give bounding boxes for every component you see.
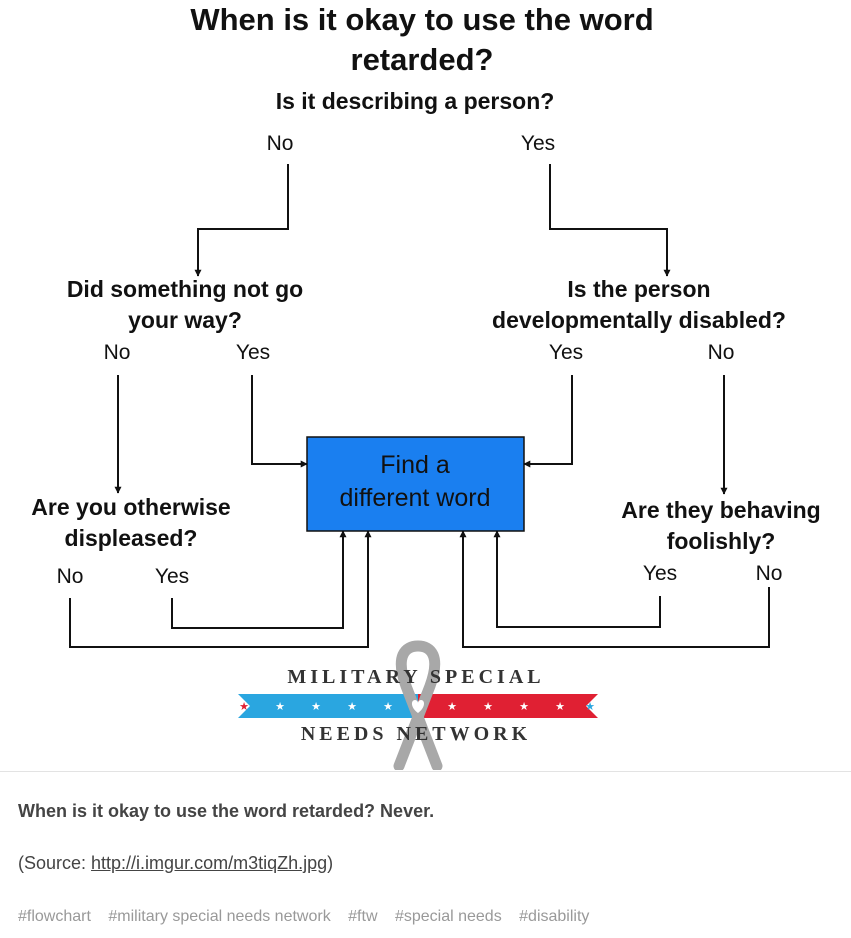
question-behaving-foolishly-line-2: foolishly? (667, 528, 776, 554)
question-behaving-foolishly-line-1: Are they behaving (621, 497, 820, 523)
svg-text:★: ★ (585, 700, 595, 713)
awareness-ribbon-icon (393, 640, 443, 770)
svg-text:★: ★ (483, 700, 493, 713)
question-not-go-your-way-line-1: Did something not go (67, 276, 303, 302)
answer-no-way: No (104, 341, 131, 364)
post-divider (0, 771, 851, 772)
flowchart-diagram: When is it okay to use the word retarded… (31, 2, 821, 770)
connector-yes-disabled (523, 375, 573, 468)
answer-no-foolish: No (756, 562, 783, 585)
tag-link[interactable]: #military special needs network (108, 908, 331, 925)
source-prefix: (Source: (18, 853, 92, 873)
svg-text:★: ★ (311, 700, 321, 713)
connector-yes-way (251, 375, 308, 468)
result-line-1: Find a (380, 451, 450, 479)
logo-band-red (418, 694, 598, 718)
question-otherwise-displeased-line-2: displeased? (65, 525, 198, 551)
answer-no-disabled: No (708, 341, 735, 364)
source-suffix: ) (327, 853, 334, 873)
answer-yes-foolish: Yes (643, 562, 677, 585)
logo-text-bottom: NEEDS NETWORK (301, 723, 531, 745)
tag-link[interactable]: #special needs (394, 908, 502, 925)
connectors (69, 164, 770, 648)
answer-yes-person: Yes (521, 132, 555, 155)
post-source: (Source: http://i.imgur.com/m3tiqZh.jpg) (18, 853, 333, 874)
result-line-2: different word (339, 484, 490, 512)
answer-no-displeased: No (57, 565, 84, 588)
ribbon-heart-icon (411, 700, 425, 713)
post-caption: When is it okay to use the word retarded… (18, 801, 435, 821)
connector-yes-displeased (171, 530, 347, 629)
tag-link[interactable]: #flowchart (18, 908, 91, 925)
svg-text:★: ★ (519, 700, 529, 713)
question-developmentally-disabled-line-2: developmentally disabled? (492, 307, 786, 333)
military-special-needs-network-logo: ★ ★ ★ ★ ★ ★ ★ ★ ★ ★ MILITARY SPECIAL NEE… (238, 640, 598, 770)
svg-text:★: ★ (239, 700, 249, 713)
question-describing-person: Is it describing a person? (276, 88, 555, 114)
svg-text:★: ★ (447, 700, 457, 713)
post-tags: #flowchart #military special needs netwo… (18, 908, 602, 926)
connector-no-displeased (69, 530, 372, 648)
title-line-2: retarded? (351, 42, 494, 77)
question-not-go-your-way-line-2: your way? (128, 307, 242, 333)
svg-text:★: ★ (383, 700, 393, 713)
question-otherwise-displeased-line-1: Are you otherwise (31, 494, 230, 520)
logo-stars: ★ ★ ★ ★ ★ ★ ★ ★ ★ ★ (239, 700, 595, 713)
logo-text-top: MILITARY SPECIAL (287, 666, 544, 688)
tag-link[interactable]: #ftw (348, 908, 378, 925)
connector-no-person (194, 164, 289, 277)
answer-yes-displeased: Yes (155, 565, 189, 588)
answer-yes-way: Yes (236, 341, 270, 364)
title-line-1: When is it okay to use the word (190, 2, 653, 37)
result-box (306, 436, 525, 532)
connector-yes-foolish (493, 530, 661, 628)
answer-yes-disabled: Yes (549, 341, 583, 364)
svg-text:★: ★ (275, 700, 285, 713)
connector-no-foolish (459, 530, 770, 648)
svg-text:★: ★ (347, 700, 357, 713)
connector-yes-person (549, 164, 671, 277)
logo-band-blue (238, 694, 418, 718)
question-developmentally-disabled-line-1: Is the person (567, 276, 710, 302)
answer-no-person: No (267, 132, 294, 155)
tag-link[interactable]: #disability (519, 908, 590, 925)
source-link[interactable]: http://i.imgur.com/m3tiqZh.jpg (91, 853, 328, 873)
svg-text:★: ★ (555, 700, 565, 713)
